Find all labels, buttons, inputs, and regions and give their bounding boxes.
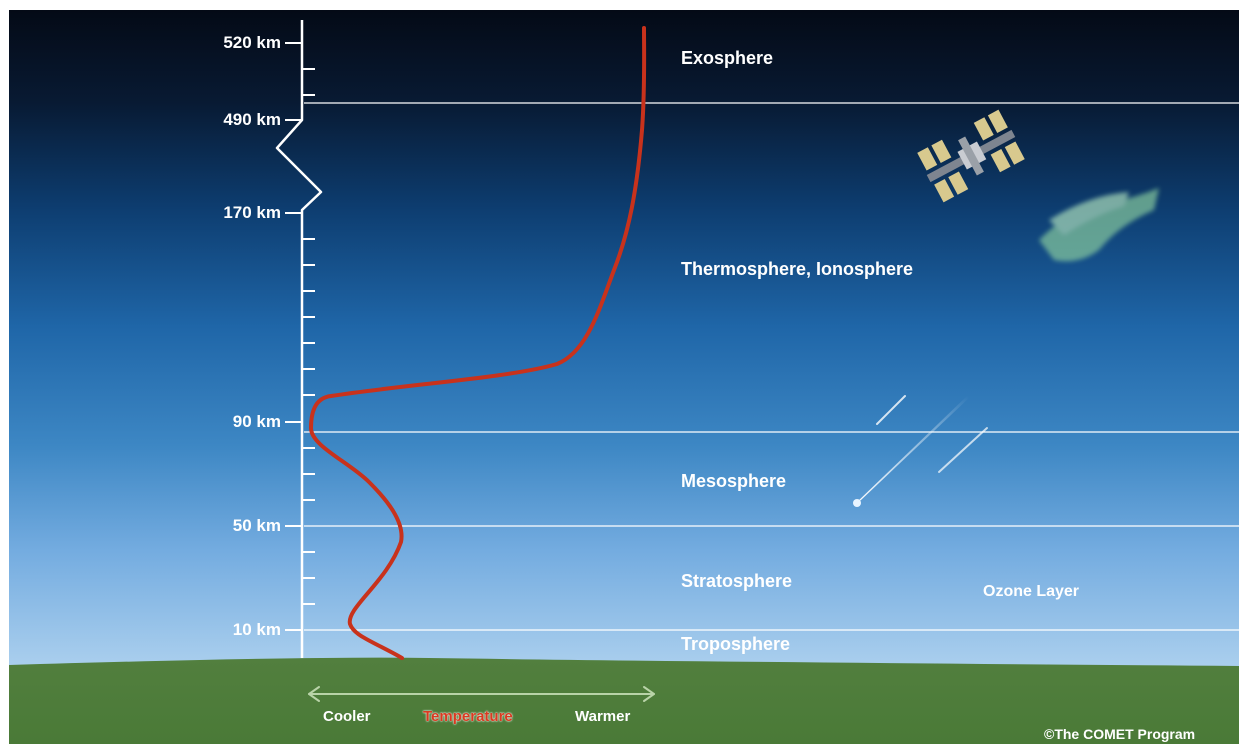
layer-exosphere: Exosphere xyxy=(681,48,774,68)
satellite-icon xyxy=(917,109,1025,203)
sky-background xyxy=(9,10,1239,670)
altitude-axis xyxy=(275,20,323,658)
ground xyxy=(9,657,1239,744)
aurora-icon xyxy=(1039,188,1159,262)
layer-stratosphere: Stratosphere xyxy=(681,571,793,591)
atmosphere-diagram: 520 km 490 km 170 km 90 km 50 km 10 km E… xyxy=(9,10,1239,744)
altitude-ticks xyxy=(285,42,315,631)
layer-troposphere: Troposphere xyxy=(681,634,791,654)
credit-text: ©The COMET Program xyxy=(1044,726,1196,742)
warmer-label: Warmer xyxy=(575,708,631,725)
altitude-label-170: 170 km xyxy=(223,203,281,222)
altitude-label-90: 90 km xyxy=(232,412,281,431)
meteor-icon xyxy=(853,395,988,507)
altitude-label-50: 50 km xyxy=(232,516,281,535)
altitude-label-10: 10 km xyxy=(232,620,281,639)
temperature-label: Temperature xyxy=(423,708,513,725)
layer-mesosphere: Mesosphere xyxy=(681,471,787,491)
ozone-layer-label: Ozone Layer xyxy=(983,583,1080,600)
altitude-label-520: 520 km xyxy=(223,33,281,52)
layer-thermosphere: Thermosphere, Ionosphere xyxy=(681,259,914,279)
temperature-arrow xyxy=(308,686,655,702)
temperature-curve xyxy=(309,26,647,660)
diagram-graphics xyxy=(9,10,1239,744)
altitude-label-490: 490 km xyxy=(223,110,281,129)
cooler-label: Cooler xyxy=(323,708,371,725)
